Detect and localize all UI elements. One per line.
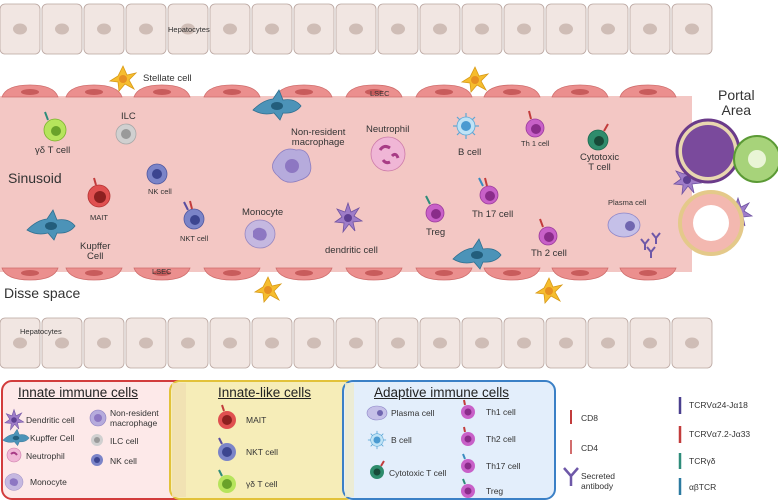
th17-cell-icon: [478, 177, 499, 205]
legend-item-dendritic: Dendritic cell: [26, 415, 75, 425]
gd-t-cell-icon: [43, 111, 67, 142]
nkt-cell-icon: [183, 200, 205, 230]
neutrophil-label: Neutrophil: [366, 124, 410, 135]
treg-icon: [425, 195, 445, 223]
th1-cell-icon: [525, 110, 545, 138]
dendritic-cell-label: dendritic cell: [325, 245, 378, 256]
legend-item-non-resident-macrophage: Non-resident macrophage: [110, 408, 159, 428]
legend-tcr-va72: TCRVα7.2-Jα33: [689, 429, 751, 439]
hepatocytes-top-label: Hepatocytes: [168, 25, 210, 34]
legend-item-cytotoxic: Cytotoxic T cell: [389, 468, 447, 478]
cytotoxic-t-cell-label: Cytotoxic T cell: [580, 152, 620, 174]
hepatocytes-bottom-label: Hepatocytes: [20, 327, 62, 336]
kupffer-cell-label: Kupffer Cell: [80, 241, 111, 263]
non-resident-macrophage-icon: [272, 148, 312, 183]
legend-item-treg: Treg: [486, 486, 504, 496]
sinusoid-lumen: [0, 96, 692, 272]
plasma-cell-icon: [607, 212, 661, 259]
sinusoid-label: Sinusoid: [8, 170, 62, 186]
nk-cell-label: NK cell: [148, 187, 172, 196]
ilc-label: ILC: [121, 111, 136, 122]
neutrophil-icon: [370, 136, 406, 172]
mait-icon: [87, 177, 111, 208]
th17-cell-label: Th 17 cell: [472, 209, 514, 220]
disse-space-label: Disse space: [4, 285, 81, 301]
legend-secreted-antibody: Secreted antibody: [581, 471, 616, 491]
th2-cell-label: Th 2 cell: [531, 248, 567, 259]
legend-item-nkt: NKT cell: [246, 447, 278, 457]
legend-cd4: CD4: [581, 443, 599, 453]
b-cell-label: B cell: [458, 147, 482, 158]
legend-tcr-va24: TCRVα24-Jα18: [689, 400, 748, 410]
adaptive-legend-title: Adaptive immune cells: [374, 385, 510, 400]
stellate-cell-icon: [109, 65, 137, 92]
non-resident-macrophage-label: Non-resident macrophage: [291, 127, 346, 149]
gd-t-cell-label: γδ T cell: [35, 145, 71, 156]
cytotoxic-t-cell-icon: [587, 123, 609, 151]
legend-item-th1: Th1 cell: [486, 407, 516, 417]
legend-item-plasma: Plasma cell: [391, 408, 435, 418]
stellate-cell-label: Stellate cell: [143, 73, 192, 84]
portal-area-label: Portal Area: [718, 87, 755, 119]
legend-item-gd-t: γδ T cell: [246, 479, 278, 489]
legend-item-nk: NK cell: [110, 456, 137, 466]
legend-item-monocyte: Monocyte: [30, 477, 67, 487]
ilc-icon: [115, 123, 137, 145]
mait-label: MAIT: [90, 213, 108, 222]
legend-tcr-gd: TCRγδ: [689, 456, 716, 466]
monocyte-label: Monocyte: [242, 207, 284, 218]
legend-item-mait: MAIT: [246, 415, 267, 425]
innate-like-legend-title: Innate-like cells: [218, 385, 312, 400]
th2-cell-icon: [538, 218, 558, 246]
nk-cell-icon: [146, 163, 168, 185]
plasma-cell-label: Plasma cell: [608, 198, 647, 207]
legend-tcr-ab: αβTCR: [689, 482, 717, 492]
innate-legend-title: Innate immune cells: [18, 385, 139, 400]
lsec-bottom-label: LSEC: [152, 267, 172, 276]
treg-label: Treg: [426, 227, 446, 238]
legend-item-neutrophil: Neutrophil: [26, 451, 65, 461]
lsec-top-label: LSEC: [370, 89, 390, 98]
legend-item-b-cell: B cell: [391, 435, 412, 445]
legend-item-th17: Th17 cell: [486, 461, 521, 471]
nkt-cell-label: NKT cell: [180, 234, 209, 243]
adaptive-legend-box: [342, 380, 556, 500]
th1-cell-label: Th 1 cell: [521, 139, 550, 148]
portal-area-structures: [675, 118, 778, 256]
monocyte-icon: [244, 219, 276, 249]
legend-item-kupffer: Kupffer Cell: [30, 433, 75, 443]
legend-cd8: CD8: [581, 413, 599, 423]
legend-item-th2: Th2 cell: [486, 434, 516, 444]
legend-item-ilc: ILC cell: [110, 436, 139, 446]
